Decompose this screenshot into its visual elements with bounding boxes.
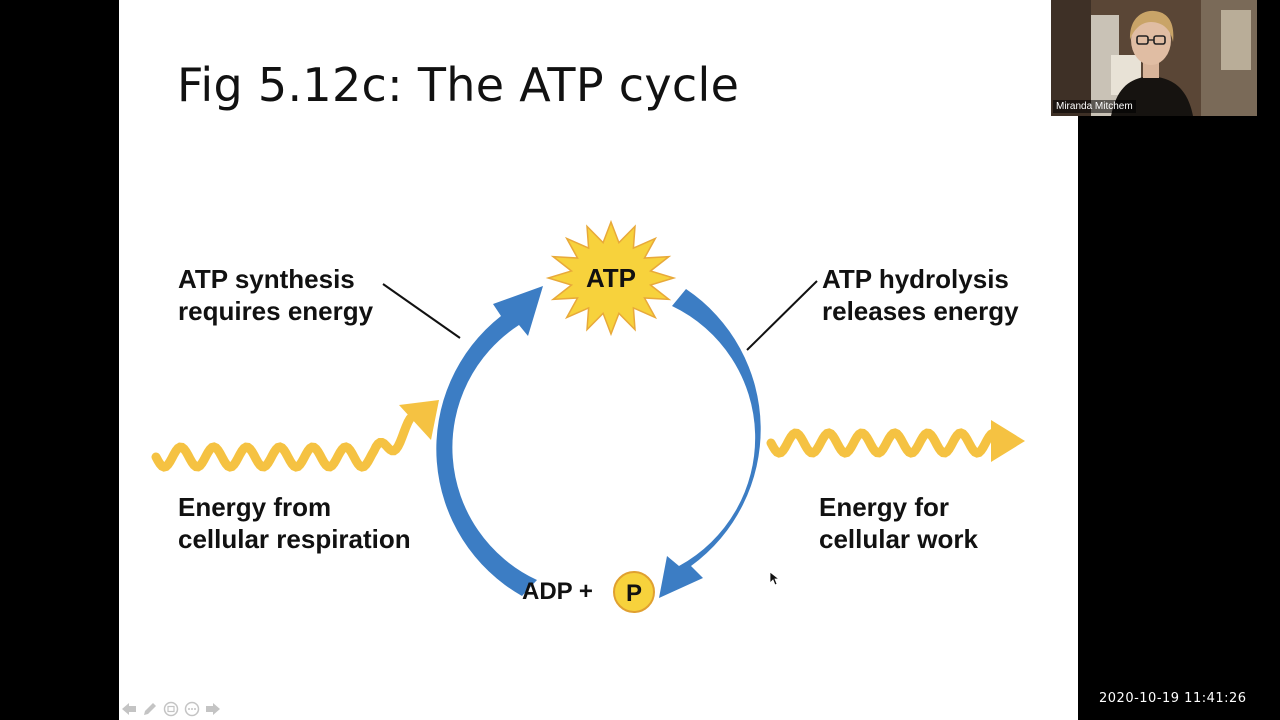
mouse-cursor-icon [770, 572, 780, 586]
participant-name-tag: Miranda Mitchem [1053, 100, 1136, 113]
hydrolysis-leader-line [746, 280, 818, 351]
participant-video-tile[interactable]: Miranda Mitchem [1051, 0, 1257, 116]
recording-timestamp: 2020-10-19 11:41:26 [1099, 691, 1247, 706]
energy-input-label: Energy from cellular respiration [178, 492, 411, 554]
more-icon[interactable] [183, 700, 201, 718]
phosphate-label: P [626, 580, 642, 607]
slide-nav-controls [120, 700, 222, 718]
energy-output-wave [766, 420, 1025, 462]
participant-video-feed [1051, 0, 1257, 116]
slides-icon[interactable] [162, 700, 180, 718]
energy-output-label: Energy for cellular work [819, 492, 978, 554]
atp-starburst [545, 219, 677, 337]
atp-cycle-diagram: ATP ADP + P [151, 219, 1025, 613]
hydrolysis-arrow [659, 289, 761, 598]
slide-title: Fig 5.12c: The ATP cycle [177, 58, 740, 112]
hydrolysis-label: ATP hydrolysis releases energy [822, 264, 1019, 326]
energy-input-wave [151, 400, 439, 472]
synthesis-arrow [436, 286, 543, 596]
adp-label: ADP + [522, 578, 593, 605]
presentation-slide: Fig 5.12c: The ATP cycle ATP ADP + P ATP… [119, 0, 1078, 720]
phosphate-circle [613, 571, 655, 613]
synthesis-leader-line [382, 283, 461, 339]
atp-label: ATP [586, 263, 636, 293]
pen-icon[interactable] [141, 700, 159, 718]
synthesis-label: ATP synthesis requires energy [178, 264, 374, 326]
arrow-left-icon[interactable] [120, 700, 138, 718]
arrow-right-icon[interactable] [204, 700, 222, 718]
